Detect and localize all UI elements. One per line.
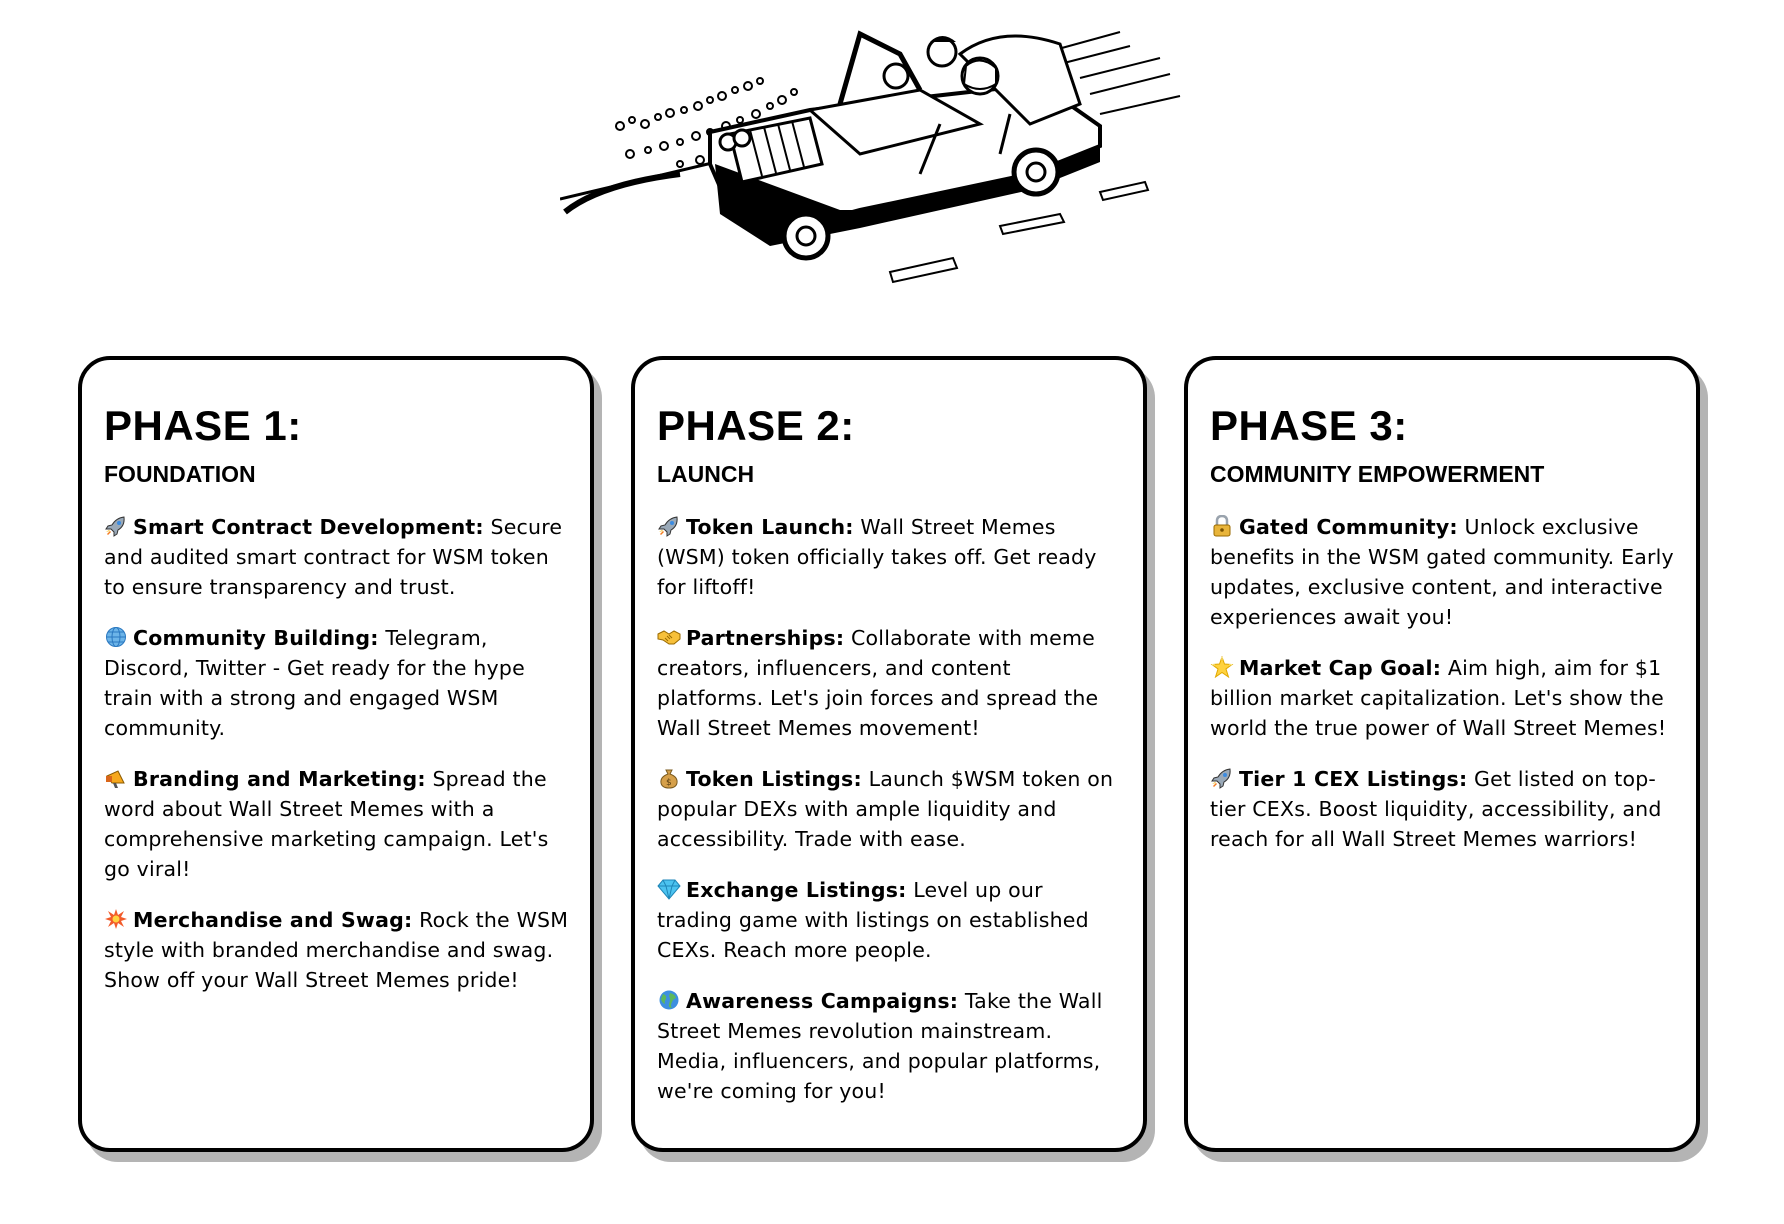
star-icon bbox=[1210, 656, 1234, 678]
rocket-icon bbox=[104, 515, 128, 537]
roadmap-item: Tier 1 CEX Listings: Get listed on top-t… bbox=[1210, 764, 1676, 854]
item-text: Collaborate with meme creators, influenc… bbox=[657, 626, 1099, 740]
roadmap-item: Market Cap Goal: Aim high, aim for $1 bi… bbox=[1210, 653, 1676, 743]
explosion-icon bbox=[104, 908, 128, 930]
item-label: Merchandise and Swag: bbox=[133, 908, 413, 932]
item-label: Gated Community: bbox=[1239, 515, 1458, 539]
phase-card-2: PHASE 2: LAUNCH Token Launch: Wall Stree… bbox=[631, 356, 1147, 1152]
money-bag-icon: $ bbox=[657, 767, 681, 789]
gem-icon bbox=[657, 878, 681, 900]
phase-card-1: PHASE 1: FOUNDATION Smart Contract Devel… bbox=[78, 356, 594, 1152]
roadmap-phases: PHASE 1: FOUNDATION Smart Contract Devel… bbox=[78, 356, 1706, 1156]
roadmap-item: Exchange Listings: Level up our trading … bbox=[657, 875, 1123, 965]
roadmap-item: Branding and Marketing: Spread the word … bbox=[104, 764, 570, 884]
item-text: Get listed on top-tier CEXs. Boost liqui… bbox=[1210, 767, 1662, 851]
phase-title: PHASE 2: bbox=[657, 402, 855, 449]
roadmap-item: Gated Community: Unlock exclusive benefi… bbox=[1210, 512, 1676, 632]
item-label: Token Listings: bbox=[686, 767, 862, 791]
item-label: Awareness Campaigns: bbox=[686, 989, 959, 1013]
item-text: Aim high, aim for $1 billion market capi… bbox=[1210, 656, 1667, 740]
item-text: Launch $WSM token on popular DEXs with a… bbox=[657, 767, 1114, 851]
item-text: Take the Wall Street Memes revolution ma… bbox=[657, 989, 1103, 1103]
roadmap-item: Community Building: Telegram, Discord, T… bbox=[104, 623, 570, 743]
svg-text:$: $ bbox=[666, 778, 672, 788]
item-text: Wall Street Memes (WSM) token officially… bbox=[657, 515, 1097, 599]
roadmap-item: $ Token Listings: Launch $WSM token on po… bbox=[657, 764, 1123, 854]
handshake-icon bbox=[657, 626, 681, 648]
item-label: Market Cap Goal: bbox=[1239, 656, 1442, 680]
phase-subtitle: LAUNCH bbox=[657, 461, 755, 487]
item-text: Spread the word about Wall Street Memes … bbox=[104, 767, 549, 881]
item-label: Smart Contract Development: bbox=[133, 515, 484, 539]
rocket-icon bbox=[657, 515, 681, 537]
item-text: Unlock exclusive benefits in the WSM gat… bbox=[1210, 515, 1674, 629]
lock-icon bbox=[1210, 515, 1234, 537]
item-label: Exchange Listings: bbox=[686, 878, 907, 902]
phase-subtitle: FOUNDATION bbox=[104, 461, 256, 487]
item-text: Secure and audited smart contract for WS… bbox=[104, 515, 563, 599]
item-label: Tier 1 CEX Listings: bbox=[1239, 767, 1468, 791]
item-text: Level up our trading game with listings … bbox=[657, 878, 1089, 962]
item-text: Telegram, Discord, Twitter - Get ready f… bbox=[104, 626, 525, 740]
roadmap-item: Partnerships: Collaborate with meme crea… bbox=[657, 623, 1123, 743]
roadmap-item: Awareness Campaigns: Take the Wall Stree… bbox=[657, 986, 1123, 1106]
globe-icon bbox=[104, 626, 128, 648]
phase-subtitle: COMMUNITY EMPOWERMENT bbox=[1210, 461, 1545, 487]
rocket-icon bbox=[1210, 767, 1234, 789]
car-illustration bbox=[560, 30, 1181, 284]
phase-card-3: PHASE 3: COMMUNITY EMPOWERMENT Gated Com… bbox=[1184, 356, 1700, 1152]
item-label: Partnerships: bbox=[686, 626, 845, 650]
item-label: Community Building: bbox=[133, 626, 379, 650]
item-text: Rock the WSM style with branded merchand… bbox=[104, 908, 569, 992]
megaphone-icon bbox=[104, 767, 128, 789]
phase-title: PHASE 3: bbox=[1210, 402, 1408, 449]
phase-title: PHASE 1: bbox=[104, 402, 302, 449]
hero-car-illustration bbox=[560, 14, 1220, 300]
earth-icon bbox=[657, 989, 681, 1011]
roadmap-item: Token Launch: Wall Street Memes (WSM) to… bbox=[657, 512, 1123, 602]
roadmap-item: Smart Contract Development: Secure and a… bbox=[104, 512, 570, 602]
item-label: Token Launch: bbox=[686, 515, 854, 539]
roadmap-item: Merchandise and Swag: Rock the WSM style… bbox=[104, 905, 570, 995]
item-label: Branding and Marketing: bbox=[133, 767, 426, 791]
